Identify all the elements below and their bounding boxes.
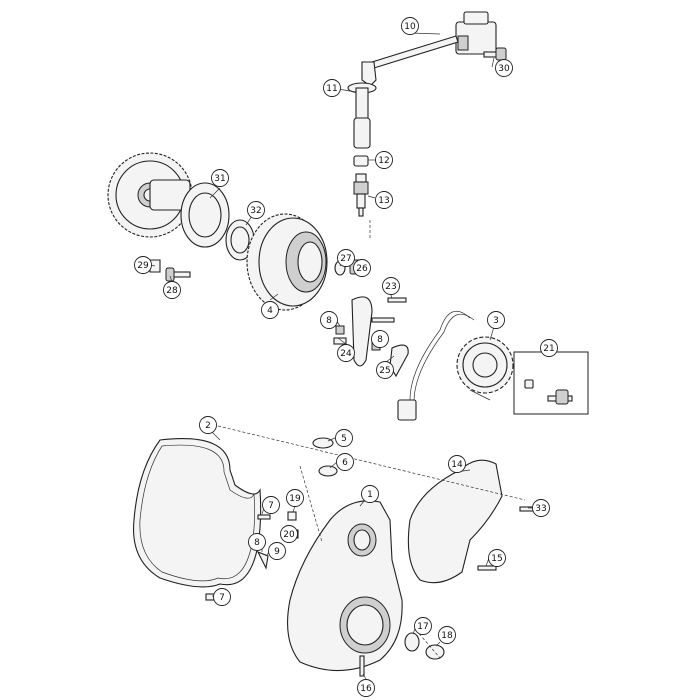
callout-33: 33	[532, 499, 550, 517]
callout-6: 6	[336, 453, 354, 471]
callout-16: 16	[357, 679, 375, 697]
callout-17: 17	[414, 617, 432, 635]
svg-text:14: 14	[451, 460, 463, 470]
cover-gasket	[132, 438, 262, 588]
callout-31: 31	[211, 169, 229, 187]
coil-screw	[483, 47, 507, 61]
svg-text:1: 1	[367, 490, 373, 500]
callouts: 1 2 3 4 5 6 7 7 8 8 8 9 10 11 12 13 14 1…	[134, 17, 558, 697]
callout-8-right: 8	[371, 330, 389, 348]
svg-text:26: 26	[356, 264, 368, 274]
guide-rail-right	[389, 344, 409, 378]
screw-kit-box	[513, 351, 589, 415]
rotor	[246, 213, 328, 311]
svg-text:10: 10	[404, 22, 416, 32]
freewheel-ring	[180, 182, 230, 248]
callout-13: 13	[375, 191, 393, 209]
svg-text:3: 3	[493, 316, 499, 326]
callout-3: 3	[487, 311, 505, 329]
parts-artwork	[107, 11, 589, 677]
svg-text:25: 25	[379, 366, 390, 376]
callout-14: 14	[448, 455, 466, 473]
screw-28	[165, 267, 191, 282]
guide-rail-left	[351, 296, 373, 367]
svg-text:4: 4	[267, 306, 273, 316]
svg-text:32: 32	[250, 206, 261, 216]
svg-text:9: 9	[274, 547, 280, 557]
callout-5: 5	[335, 429, 353, 447]
callout-24: 24	[337, 344, 355, 362]
svg-text:21: 21	[543, 344, 554, 354]
callout-20: 20	[280, 525, 298, 543]
svg-text:33: 33	[535, 504, 546, 514]
svg-text:29: 29	[137, 261, 149, 271]
callout-23: 23	[382, 277, 400, 295]
plug-nut	[353, 155, 369, 167]
callout-26: 26	[353, 259, 371, 277]
callout-11: 11	[323, 79, 341, 97]
svg-text:7: 7	[268, 501, 274, 511]
spark-plug	[353, 173, 369, 217]
svg-text:12: 12	[378, 156, 389, 166]
ignition-coil	[371, 11, 497, 69]
callout-19: 19	[286, 489, 304, 507]
callout-1: 1	[361, 485, 379, 503]
svg-text:19: 19	[289, 494, 301, 504]
svg-text:20: 20	[283, 530, 295, 540]
svg-text:28: 28	[166, 286, 178, 296]
callout-30: 30	[495, 59, 513, 77]
callout-12: 12	[375, 151, 393, 169]
svg-text:2: 2	[205, 421, 211, 431]
svg-text:6: 6	[342, 458, 348, 468]
spark-plug-cap	[347, 61, 377, 149]
svg-text:31: 31	[214, 174, 225, 184]
svg-text:23: 23	[385, 282, 396, 292]
callout-28: 28	[163, 281, 181, 299]
callout-8-upper: 8	[320, 311, 338, 329]
ignition-cover	[287, 500, 403, 672]
svg-text:7: 7	[219, 593, 225, 603]
svg-text:17: 17	[417, 622, 428, 632]
starter-gear	[107, 152, 193, 238]
svg-text:24: 24	[340, 349, 352, 359]
inspection-plug	[312, 437, 338, 477]
callout-21: 21	[540, 339, 558, 357]
callout-25: 25	[376, 361, 394, 379]
callout-32: 32	[247, 201, 265, 219]
svg-text:16: 16	[360, 684, 372, 694]
callout-7-upper: 7	[262, 496, 280, 514]
callout-10: 10	[401, 17, 419, 35]
svg-text:8: 8	[254, 538, 260, 548]
callout-7-lower: 7	[213, 588, 231, 606]
callout-4: 4	[261, 301, 279, 319]
stator	[397, 310, 514, 421]
callout-18: 18	[438, 626, 456, 644]
callout-27: 27	[337, 249, 355, 267]
svg-text:15: 15	[491, 554, 502, 564]
callout-2: 2	[199, 416, 217, 434]
callout-29: 29	[134, 256, 152, 274]
side-cover	[407, 459, 503, 584]
svg-text:13: 13	[378, 196, 389, 206]
svg-text:11: 11	[326, 84, 337, 94]
callout-15: 15	[488, 549, 506, 567]
callout-9: 9	[268, 542, 286, 560]
svg-text:27: 27	[340, 254, 351, 264]
svg-text:8: 8	[326, 316, 332, 326]
svg-text:5: 5	[341, 434, 347, 444]
svg-text:18: 18	[441, 631, 453, 641]
callout-8-lower: 8	[248, 533, 266, 551]
svg-text:30: 30	[498, 64, 510, 74]
svg-text:8: 8	[377, 335, 383, 345]
misc-screws	[205, 506, 535, 677]
